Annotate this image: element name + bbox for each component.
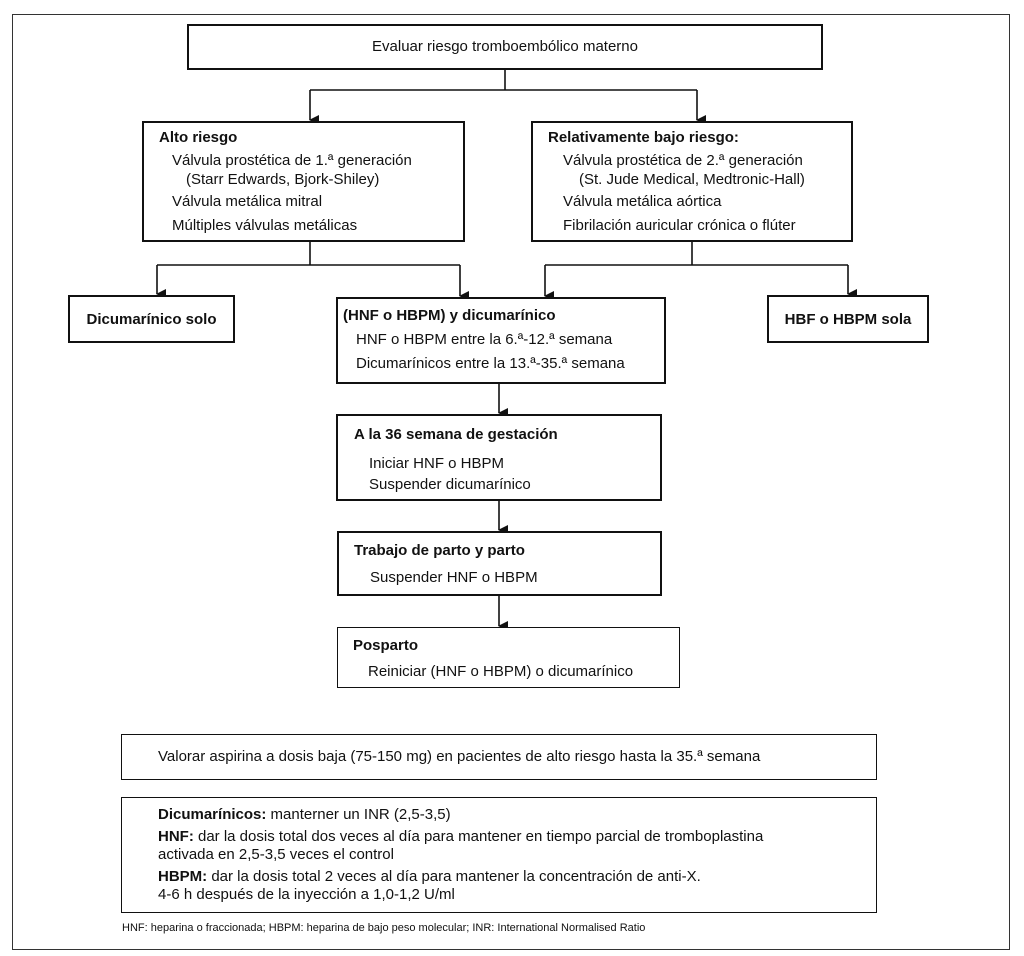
dosing-dicum-text: manterner un INR (2,5-3,5) [266, 806, 451, 823]
hbf-sola-box: HBF o HBPM sola [767, 295, 929, 343]
low-risk-line: Válvula prostética de 2.ª generación [563, 152, 803, 169]
week36-line: Suspender dicumarínico [369, 476, 531, 493]
combined-heading: (HNF o HBPM) y dicumarínico [343, 307, 556, 324]
high-risk-line: Válvula prostética de 1.ª generación [172, 152, 412, 169]
high-risk-line: Múltiples válvulas metálicas [172, 217, 358, 234]
dosing-hnf-label: HNF: [158, 828, 194, 845]
dosing-dicum-label: Dicumarínicos: [158, 806, 267, 823]
low-risk-box: Relativamente bajo riesgo: Válvula prost… [531, 121, 853, 242]
hbf-sola-label: HBF o HBPM sola [784, 311, 912, 328]
dosing-content: Dicumarínicos: manterner un INR (2,5-3,5… [158, 806, 763, 904]
low-risk-line: Fibrilación auricular crónica o flúter [563, 217, 796, 234]
dosing-hnf-row-2: activada en 2,5-3,5 veces el control [158, 846, 394, 863]
aspirin-note-box: Valorar aspirina a dosis baja (75-150 mg… [121, 734, 877, 780]
dosing-dicum-row: Dicumarínicos: manterner un INR (2,5-3,5… [158, 806, 763, 824]
dosing-hnf-row: HNF: dar la dosis total dos veces al día… [158, 828, 763, 846]
low-risk-line: Válvula metálica aórtica [563, 193, 722, 210]
root-title: Evaluar riesgo tromboembólico materno [372, 38, 638, 55]
dosing-hbpm-row-2: 4-6 h después de la inyección a 1,0-1,2 … [158, 886, 455, 903]
postpartum-heading: Posparto [353, 637, 419, 654]
figure-frame [12, 14, 1010, 950]
dosing-hbpm-label: HBPM: [158, 868, 208, 885]
low-risk-line: (St. Jude Medical, Medtronic-Hall) [579, 171, 805, 188]
root-box: Evaluar riesgo tromboembólico materno [187, 24, 823, 70]
labor-heading: Trabajo de parto y parto [354, 542, 525, 559]
low-risk-heading: Relativamente bajo riesgo: [548, 129, 739, 146]
high-risk-line: (Starr Edwards, Bjork-Shiley) [186, 171, 380, 188]
footnote: HNF: heparina o fraccionada; HBPM: hepar… [122, 922, 646, 934]
postpartum-box: Posparto Reiniciar (HNF o HBPM) o dicuma… [337, 627, 680, 688]
labor-box: Trabajo de parto y parto Suspender HNF o… [337, 531, 662, 596]
week36-heading: A la 36 semana de gestación [354, 426, 558, 443]
dosing-box: Dicumarínicos: manterner un INR (2,5-3,5… [121, 797, 877, 913]
postpartum-line: Reiniciar (HNF o HBPM) o dicumarínico [368, 663, 634, 680]
dosing-hbpm-text: dar la dosis total 2 veces al día para m… [207, 868, 701, 885]
combined-box: (HNF o HBPM) y dicumarínico HNF o HBPM e… [336, 297, 666, 384]
aspirin-note-text: Valorar aspirina a dosis baja (75-150 mg… [158, 748, 761, 765]
combined-line: HNF o HBPM entre la 6.ª-12.ª semana [356, 331, 613, 348]
high-risk-box: Alto riesgo Válvula prostética de 1.ª ge… [142, 121, 465, 242]
week36-line: Iniciar HNF o HBPM [369, 455, 505, 472]
dicumarinico-solo-box: Dicumarínico solo [68, 295, 235, 343]
dosing-hnf-text: dar la dosis total dos veces al día para… [193, 828, 764, 845]
high-risk-heading: Alto riesgo [159, 129, 238, 146]
dosing-hbpm-row: HBPM: dar la dosis total 2 veces al día … [158, 868, 763, 886]
high-risk-line: Válvula metálica mitral [172, 193, 323, 210]
dicumarinico-solo-label: Dicumarínico solo [86, 311, 217, 328]
combined-line: Dicumarínicos entre la 13.ª-35.ª semana [356, 355, 625, 372]
week36-box: A la 36 semana de gestación Iniciar HNF … [336, 414, 662, 501]
labor-line: Suspender HNF o HBPM [370, 569, 538, 586]
